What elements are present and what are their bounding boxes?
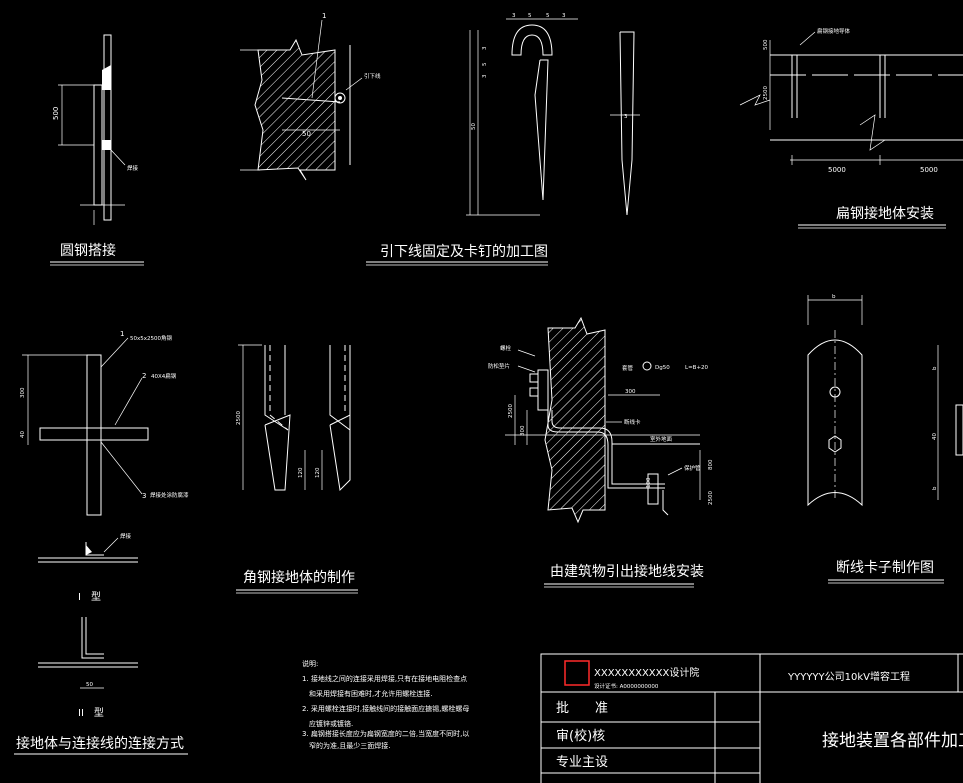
- pipe-dg-label: Dg50: [655, 365, 670, 371]
- dim-top-3b: 3: [562, 13, 566, 19]
- pipe-spec-label: 套管: [622, 364, 634, 372]
- weld-label: 焊接: [127, 164, 139, 172]
- project-name: YYYYYY公司10kV增容工程: [787, 670, 910, 683]
- dim-2500-flat: 2500: [763, 86, 769, 100]
- dim-120-b: 120: [315, 467, 321, 478]
- angle-steel-make-detail: 2500 120 120 角钢接地体的制作: [236, 344, 358, 594]
- item-3-label: 焊接处涂防腐漆: [150, 491, 189, 499]
- notes-block: 说明: 1. 接地线之间的连接采用焊接,只有在接地电阻检查点 和采用焊接有困难时…: [302, 659, 469, 750]
- down-conductor-fixing-detail: 1 引下线 50 3 5 3 50 3 5 5 3 3 引下线固定及卡钉的加工图: [240, 12, 640, 266]
- dim-100-bldg: 100: [646, 477, 652, 488]
- dim-3b: 3: [482, 74, 488, 78]
- anti-loose-label: 防松垫片: [488, 362, 510, 370]
- building-lead-out-detail: 螺栓 防松垫片 套管 Dg50 L=B+20 300 断线卡 室外地面 2500…: [488, 316, 714, 588]
- dim-40: 40: [20, 431, 26, 438]
- note-line-2: 和采用焊接有困难时,才允许用螺栓连接.: [302, 689, 432, 698]
- note-line-5: 3. 扁钢搭接长度应为扁钢宽度的二倍,当宽度不同时,以: [302, 729, 469, 738]
- title-connection-methods: 接地体与连接线的连接方式: [16, 735, 184, 752]
- dim-top-3a: 3: [512, 13, 516, 19]
- dim-2500-bldg: 2500: [508, 404, 514, 418]
- institute-logo: [564, 660, 590, 686]
- dim-2b-a: b: [932, 366, 938, 370]
- disconnect-clamp-detail: b b 40 b 断线卡子制作图: [807, 294, 963, 584]
- dim-500-flat: 500: [763, 39, 769, 50]
- dim-300-bldg: 300: [625, 389, 636, 395]
- dim-120-a: 120: [298, 467, 304, 478]
- callout-2: 2: [142, 372, 146, 380]
- note-line-3: 2. 采用螺栓连接时,接触线间的接触面应搪锡,螺栓螺母: [302, 704, 469, 713]
- title-disconnect-clamp: 断线卡子制作图: [836, 560, 934, 576]
- dim-5000-b: 5000: [920, 166, 938, 174]
- title-block: XXXXXXXXXXX设计院 设计证书: A0000000000 YYYYYY公…: [540, 653, 963, 783]
- flat-steel-conductor-label: 扁钢接地导体: [817, 27, 851, 35]
- disconnect-label: 断线卡: [624, 418, 641, 426]
- note-line-6: 窄的为准,且最少三面焊接.: [302, 741, 390, 750]
- down-conductor-label: 引下线: [364, 72, 381, 80]
- dim-top-5a: 5: [528, 13, 532, 19]
- dim-300-vert: 300: [520, 425, 526, 436]
- dim-500-label: 500: [52, 107, 60, 120]
- chief-label: 专业主设: [556, 755, 608, 770]
- item-1-label: 50x5x2500角钢: [130, 334, 173, 342]
- dim-50-vert: 50: [471, 123, 477, 130]
- note-line-1: 1. 接地线之间的连接采用焊接,只有在接地电阻检查点: [302, 674, 467, 683]
- cert-number: 设计证书: A0000000000: [594, 682, 659, 690]
- round-steel-lap-detail: 500 焊接 圆钢搭接: [50, 34, 144, 266]
- flat-steel-install-detail: 500 2500 扁钢接地导体 5000 5000 扁钢接地体安装: [739, 27, 963, 229]
- note-line-4: 应镀锌或镀铬.: [302, 719, 353, 728]
- title-down-conductor-fix: 引下线固定及卡钉的加工图: [380, 244, 548, 260]
- dim-50-type2: 50: [86, 682, 93, 688]
- protection-pipe-label: 保护管: [684, 464, 701, 472]
- review-label: 审(校)核: [556, 728, 605, 744]
- bolt-label: 螺栓: [500, 344, 512, 352]
- dim-50-label: 50: [302, 130, 311, 138]
- dim-2500-bldg-b: 2500: [708, 491, 714, 505]
- notes-heading: 说明:: [302, 659, 318, 668]
- callout-1: 1: [322, 12, 326, 20]
- callout-3: 3: [142, 492, 146, 500]
- dim-300: 300: [20, 387, 26, 398]
- dim-40-clamp: 40: [932, 433, 938, 440]
- dim-800: 800: [708, 459, 714, 470]
- type-2-label: II 型: [78, 706, 104, 719]
- dim-top-5b: 5: [546, 13, 550, 19]
- dim-3a: 3: [482, 46, 488, 50]
- item-2-label: 40X4扁钢: [151, 372, 177, 380]
- pipe-len-label: L=B+20: [685, 365, 709, 371]
- dim-5a: 5: [482, 62, 488, 66]
- outdoor-label: 室外地面: [650, 435, 673, 443]
- dim-2b-b: b: [932, 486, 938, 490]
- callout-1-b: 1: [120, 330, 124, 338]
- institute-name: XXXXXXXXXXX设计院: [594, 666, 699, 679]
- title-angle-steel-make: 角钢接地体的制作: [243, 569, 355, 586]
- weld-label-2: 焊接: [120, 532, 132, 540]
- title-flat-steel-install: 扁钢接地体安装: [836, 205, 934, 222]
- title-round-steel-lap: 圆钢搭接: [60, 242, 116, 259]
- dim-3-nail: 3: [624, 114, 628, 120]
- dim-5000-a: 5000: [828, 166, 846, 174]
- dim-2500-angle: 2500: [236, 411, 242, 425]
- title-building-lead-out: 由建筑物引出接地线安装: [550, 563, 704, 580]
- type-1-label: I 型: [78, 590, 101, 603]
- drawing-title: 接地装置各部件加工图: [822, 731, 963, 751]
- grounding-connection-detail: 300 40 1 50x5x2500角钢 2 40X4扁钢 3 焊接处涂防腐漆 …: [14, 330, 189, 755]
- approve-label: 批 准: [556, 701, 608, 716]
- dim-b: b: [832, 294, 836, 300]
